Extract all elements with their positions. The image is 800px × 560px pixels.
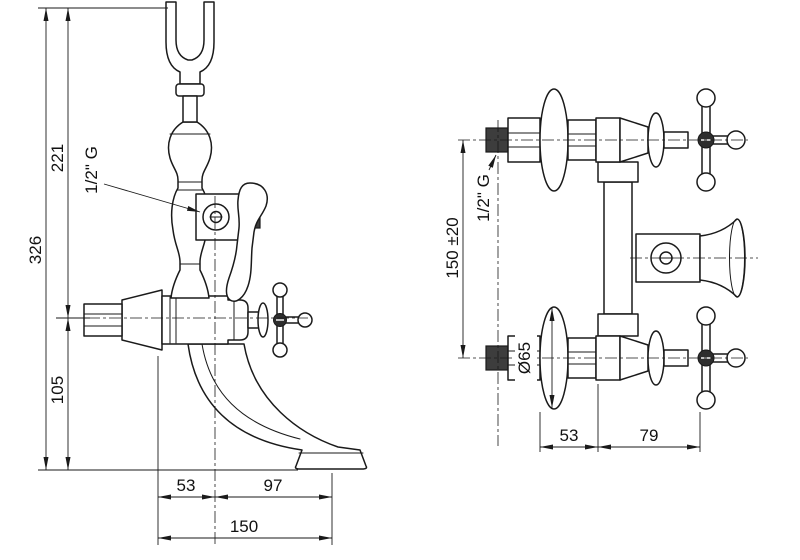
cross-ball-top — [696, 306, 716, 326]
spout — [187, 343, 368, 470]
pipe-collar-top — [597, 161, 639, 183]
dim-label-97: 97 — [264, 476, 283, 495]
dim-label-79-front: 79 — [640, 426, 659, 445]
side-view — [83, 1, 368, 470]
dim-label-221: 221 — [48, 144, 67, 172]
spout-inner-line — [201, 343, 301, 440]
fork-collar — [175, 83, 205, 97]
leader-thread — [103, 183, 201, 213]
cross-ball-top — [696, 88, 716, 108]
cross-ball-right — [297, 312, 313, 328]
cross-ball-top — [272, 282, 288, 298]
dim-label-thread-side: 1/2" G — [82, 146, 101, 194]
dim-label-150: 150 — [230, 517, 258, 536]
centerlines — [88, 120, 758, 545]
cross-ball-bottom — [272, 342, 288, 358]
dim-label-flange-diameter: Ø65 — [515, 342, 534, 374]
front-view-dimensions: 150 ±20 1/2" G Ø65 53 79 — [443, 140, 701, 452]
dim-label-53: 53 — [177, 476, 196, 495]
dim-label-53-front: 53 — [560, 426, 579, 445]
hex-nut — [83, 303, 123, 337]
dim-label-centers: 150 ±20 — [443, 217, 462, 278]
dim-label-105: 105 — [48, 376, 67, 404]
riser-pipe — [603, 181, 633, 315]
diverter-rosette — [257, 302, 269, 338]
cross-ball-bottom — [696, 390, 716, 410]
side-view-dimensions: 326 221 105 1/2" G 53 97 150 — [26, 7, 333, 545]
label-halo — [515, 330, 537, 386]
wall-flange — [121, 289, 163, 351]
lever-handle — [225, 182, 268, 302]
pipe-collar-bottom — [597, 313, 639, 337]
dim-label-total-height: 326 — [26, 236, 45, 264]
fork-bracket — [165, 1, 215, 85]
cross-ball-bottom — [696, 172, 716, 192]
fork-neck — [182, 95, 198, 123]
valve-body — [161, 295, 249, 345]
leader-thread-front — [488, 154, 497, 171]
dim-label-thread-front: 1/2" G — [474, 174, 493, 222]
